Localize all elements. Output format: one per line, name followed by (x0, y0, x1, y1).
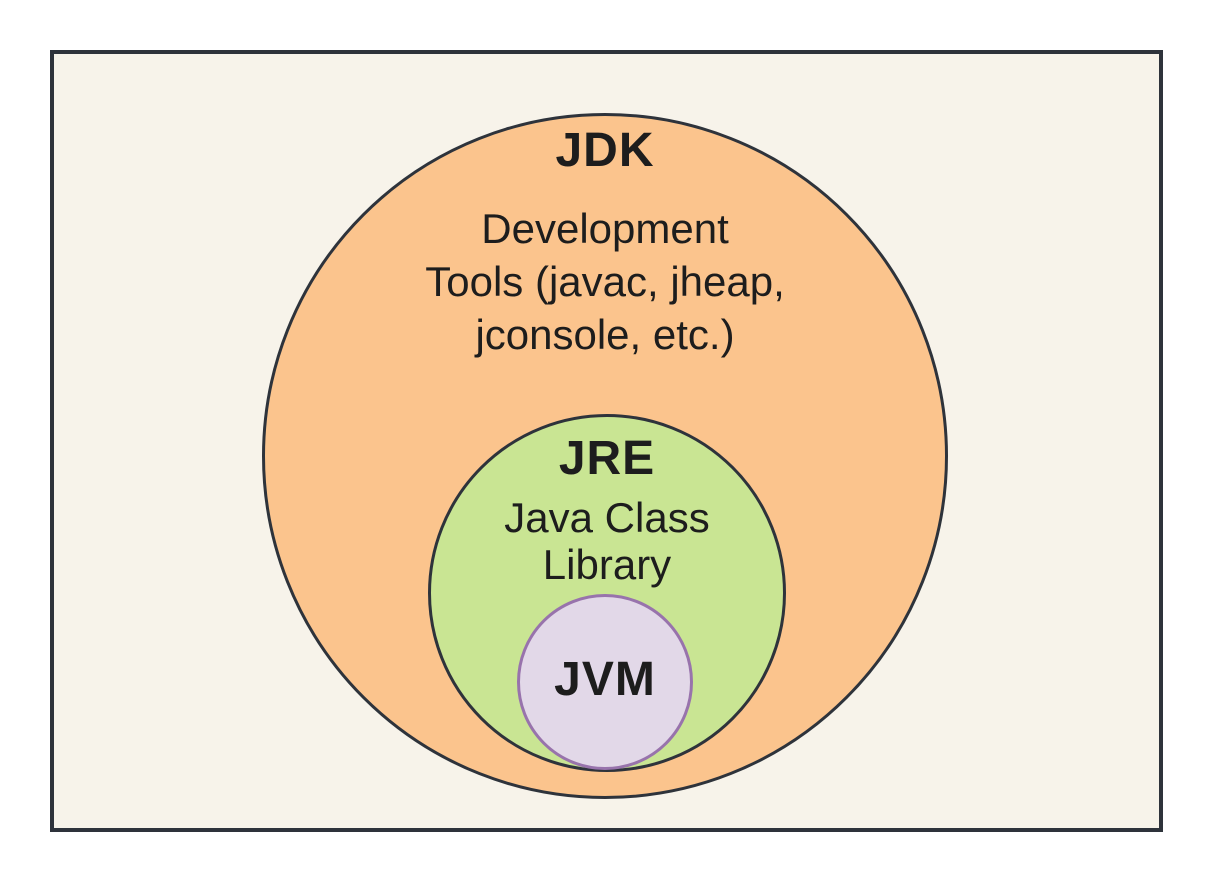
jre-description-line: Java Class (504, 494, 710, 541)
jre-description-line: Library (542, 541, 672, 588)
jre-circle (428, 414, 786, 772)
jvm-circle: JVM (517, 594, 693, 770)
jre-label: JRE (558, 432, 656, 485)
jdk-description-line: Tools (javac, jheap, (425, 258, 785, 305)
jdk-description-line: jconsole, etc.) (475, 311, 735, 358)
jre-description: Java Class Library (428, 494, 786, 588)
jvm-label: JVM (554, 652, 656, 706)
jdk-description-line: Development (481, 205, 729, 252)
jdk-description: Development Tools (javac, jheap, jconsol… (262, 202, 948, 361)
jdk-label: JDK (555, 124, 655, 177)
jre-text-block: JRE Java Class Library (428, 432, 786, 589)
jdk-text-block: JDK Development Tools (javac, jheap, jco… (262, 126, 948, 361)
